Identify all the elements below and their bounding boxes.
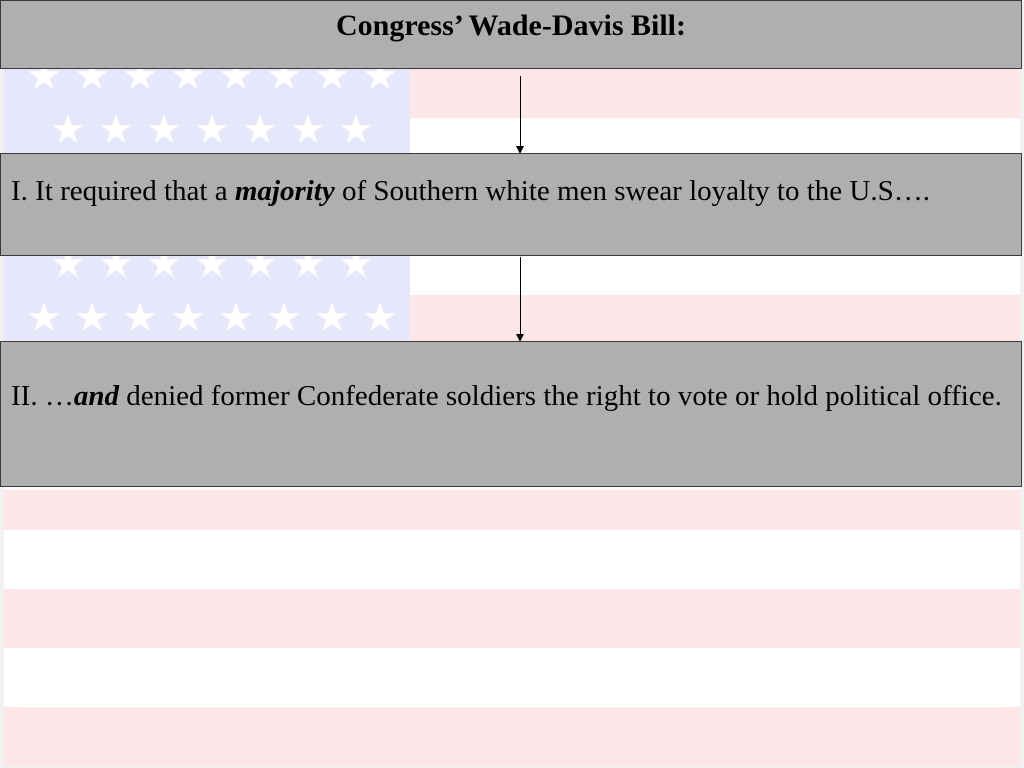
down-arrow-icon bbox=[516, 257, 524, 342]
arrow-shaft bbox=[520, 257, 521, 334]
point-text-1: I. It required that a majority of Southe… bbox=[1, 154, 1021, 211]
flag-stripe bbox=[4, 648, 1020, 707]
star-icon: ★ bbox=[266, 295, 302, 340]
star-icon: ★ bbox=[314, 295, 350, 340]
point-text-2: II. …and denied former Confederate soldi… bbox=[1, 342, 1021, 416]
down-arrow-icon bbox=[516, 76, 524, 154]
star-icon: ★ bbox=[362, 295, 398, 340]
point-1-prefix: I. It required that a bbox=[11, 175, 235, 207]
arrow-head bbox=[516, 334, 524, 342]
point-box-1: I. It required that a majority of Southe… bbox=[0, 153, 1022, 256]
point-2-rest: denied former Confederate soldiers the r… bbox=[118, 380, 1002, 412]
point-1-emphasis: majority bbox=[234, 175, 335, 207]
star-icon: ★ bbox=[98, 107, 134, 153]
point-1-rest: of Southern white men swear loyalty to t… bbox=[334, 175, 930, 207]
star-icon: ★ bbox=[74, 295, 110, 340]
star-icon: ★ bbox=[338, 107, 374, 153]
point-box-2: II. …and denied former Confederate soldi… bbox=[0, 341, 1022, 487]
title-box: Congress’ Wade-Davis Bill: bbox=[0, 0, 1022, 69]
star-icon: ★ bbox=[242, 107, 278, 153]
flag-stripe bbox=[4, 490, 1020, 530]
star-icon: ★ bbox=[146, 107, 182, 153]
slide-title: Congress’ Wade-Davis Bill: bbox=[335, 9, 687, 42]
star-icon: ★ bbox=[122, 295, 158, 340]
arrow-head bbox=[516, 146, 524, 154]
point-2-prefix: II. … bbox=[11, 380, 74, 412]
flag-stripe bbox=[4, 707, 1020, 766]
point-2-emphasis: and bbox=[73, 380, 119, 412]
star-icon: ★ bbox=[194, 107, 230, 153]
star-icon: ★ bbox=[50, 107, 86, 153]
arrow-shaft bbox=[520, 76, 521, 146]
star-icon: ★ bbox=[218, 295, 254, 340]
flag-stripe bbox=[4, 589, 1020, 648]
flag-stripe bbox=[4, 530, 1020, 589]
star-icon: ★ bbox=[170, 295, 206, 340]
star-icon: ★ bbox=[290, 107, 326, 153]
star-icon: ★ bbox=[26, 295, 62, 340]
